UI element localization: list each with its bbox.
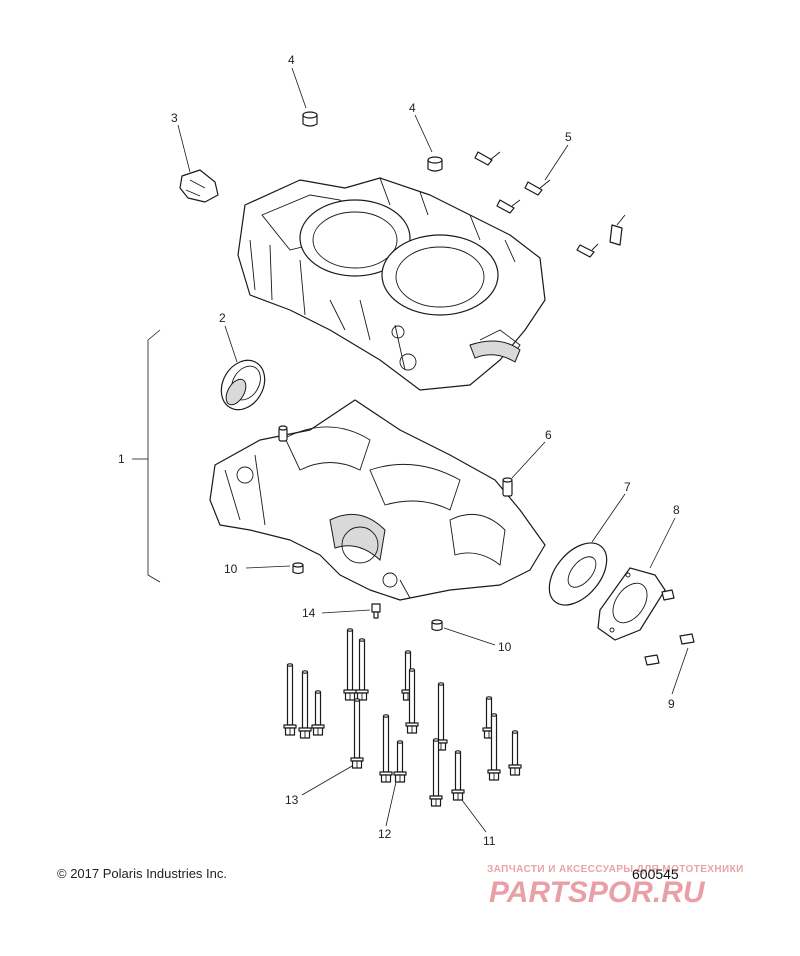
bolt bbox=[283, 663, 297, 736]
callout-1: 1 bbox=[118, 452, 125, 466]
plug-part-4-upper bbox=[302, 111, 318, 127]
callout-10-lower: 10 bbox=[498, 640, 512, 654]
callout-2: 2 bbox=[219, 311, 226, 325]
callout-11: 11 bbox=[483, 834, 496, 848]
plug-part-4-lower bbox=[427, 156, 443, 172]
watermark-brand: PARTSPOR.RU bbox=[489, 876, 705, 909]
bolt bbox=[311, 690, 325, 736]
bolt bbox=[355, 638, 369, 701]
figure-number: 600545 bbox=[632, 866, 679, 882]
callout-5: 5 bbox=[565, 130, 572, 144]
callout-8: 8 bbox=[673, 503, 680, 517]
bolt bbox=[487, 713, 501, 781]
callout-labels: 1 2 3 4 4 5 6 7 8 9 10 10 11 12 13 14 bbox=[118, 53, 680, 848]
callout-14: 14 bbox=[302, 606, 316, 620]
callout-6: 6 bbox=[545, 428, 552, 442]
seal-part-7 bbox=[548, 542, 608, 606]
bolt-part-14 bbox=[371, 603, 381, 619]
callout-3: 3 bbox=[171, 111, 178, 125]
bolt bbox=[343, 628, 357, 701]
dowel-part-10-upper bbox=[292, 562, 304, 575]
seal-part-2 bbox=[220, 359, 266, 411]
copyright-notice: © 2017 Polaris Industries Inc. bbox=[57, 866, 227, 881]
callout-7: 7 bbox=[624, 480, 631, 494]
cover-plate-part-8 bbox=[597, 567, 666, 641]
sensor-part-3 bbox=[179, 169, 219, 203]
bolt-group bbox=[283, 628, 522, 807]
assembly-bracket bbox=[132, 329, 161, 583]
bolt bbox=[451, 750, 465, 801]
screws-part-9 bbox=[644, 589, 695, 666]
bolt bbox=[379, 714, 393, 783]
dowel-part-10-lower bbox=[431, 619, 443, 632]
bolt bbox=[405, 668, 419, 734]
bolt bbox=[393, 740, 407, 783]
lower-crankcase bbox=[209, 399, 546, 601]
upper-crankcase bbox=[237, 177, 546, 391]
leader-lines bbox=[177, 67, 689, 833]
dowel-top-left bbox=[278, 425, 288, 442]
fitting-part-5 bbox=[474, 151, 626, 258]
bolt bbox=[429, 738, 443, 807]
bolt bbox=[350, 698, 364, 769]
callout-9: 9 bbox=[668, 697, 675, 711]
watermark-tagline: ЗАПЧАСТИ И АКСЕССУАРЫ ДЛЯ МОТОТЕХНИКИ bbox=[487, 864, 744, 875]
callout-4-upper: 4 bbox=[288, 53, 295, 67]
callout-12: 12 bbox=[378, 827, 392, 841]
callout-13: 13 bbox=[285, 793, 299, 807]
callout-10-upper: 10 bbox=[224, 562, 238, 576]
callout-4-lower: 4 bbox=[409, 101, 416, 115]
bolt bbox=[508, 730, 522, 776]
bolt bbox=[298, 670, 312, 739]
dowel-part-6 bbox=[502, 477, 513, 497]
